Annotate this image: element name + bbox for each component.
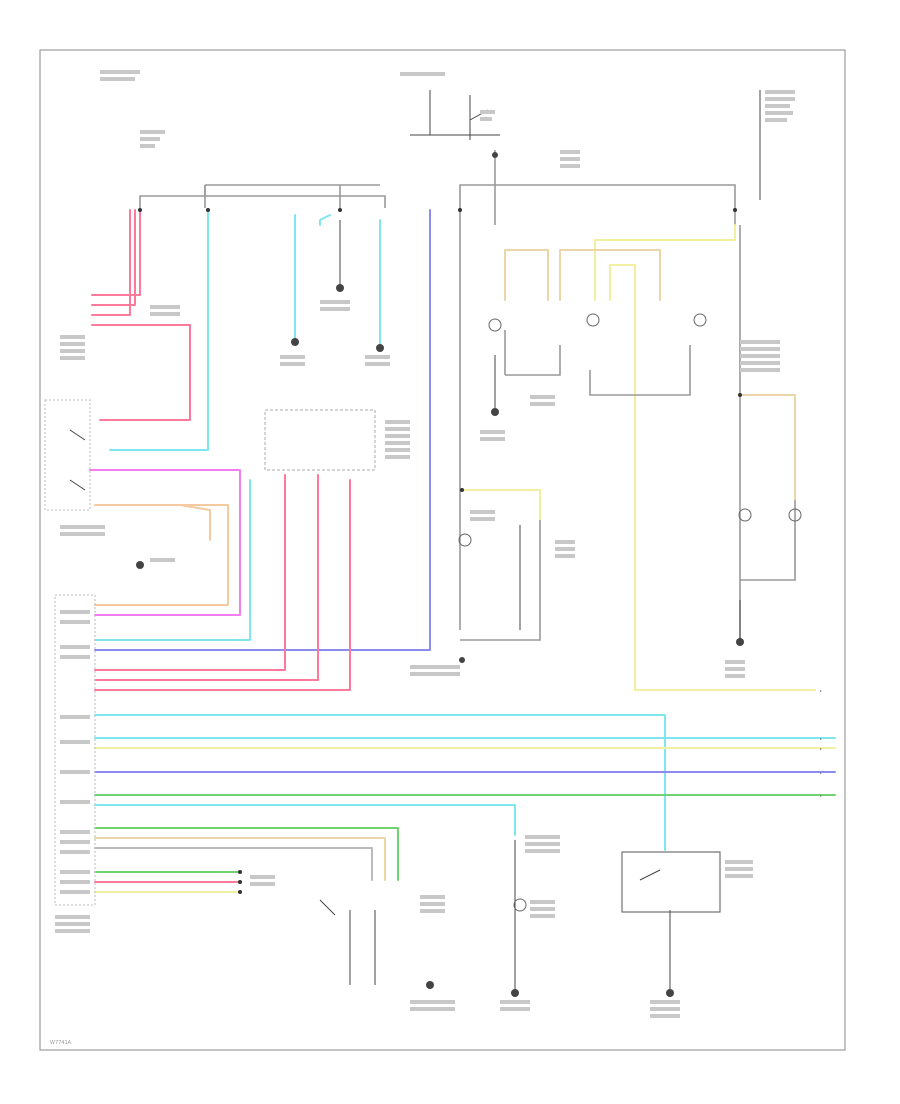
gray-wire-lower [94, 847, 373, 881]
headlamp-switch-bracket [44, 399, 91, 511]
magenta-wire [89, 469, 241, 616]
svg-text:▸: ▸ [820, 736, 822, 741]
red-wire-harness-left [91, 209, 191, 421]
svg-text:▸: ▸ [820, 770, 822, 775]
lower-left-short-wires [94, 871, 241, 893]
splice-dots [138, 208, 742, 894]
top-bus-right [459, 150, 736, 225]
illegible-labels [55, 70, 795, 1018]
red-wires-center [94, 474, 351, 691]
lamp-bulbs [458, 313, 802, 912]
cyan-wires-upper [109, 209, 381, 451]
yellow-wire-right-loop [594, 224, 736, 301]
left-connector-block [54, 594, 96, 906]
diagram-code: W7741A [50, 1040, 72, 1046]
orange-wire [94, 504, 229, 606]
black-lines [349, 90, 761, 990]
diagram-border [39, 49, 846, 1051]
center-relay-box [264, 409, 376, 471]
right-edge-connectors: ▸ ▸ ▸ ▸ ▸ [820, 688, 822, 798]
cyan-wire-long-1 [94, 714, 666, 851]
tan-wire-lower [94, 837, 386, 881]
ground-symbols [136, 152, 744, 997]
svg-text:▸: ▸ [820, 688, 822, 693]
dimmer-switch-box [621, 851, 721, 913]
svg-text:▸: ▸ [820, 746, 822, 751]
svg-text:▸: ▸ [820, 793, 822, 798]
cyan-wire-switch [94, 804, 516, 836]
blue-wire-upper [94, 209, 431, 651]
green-wire-lower [94, 827, 399, 881]
top-bus-left [139, 184, 386, 208]
right-gray-wires [459, 208, 796, 641]
cyan-wire-mid [94, 479, 251, 641]
